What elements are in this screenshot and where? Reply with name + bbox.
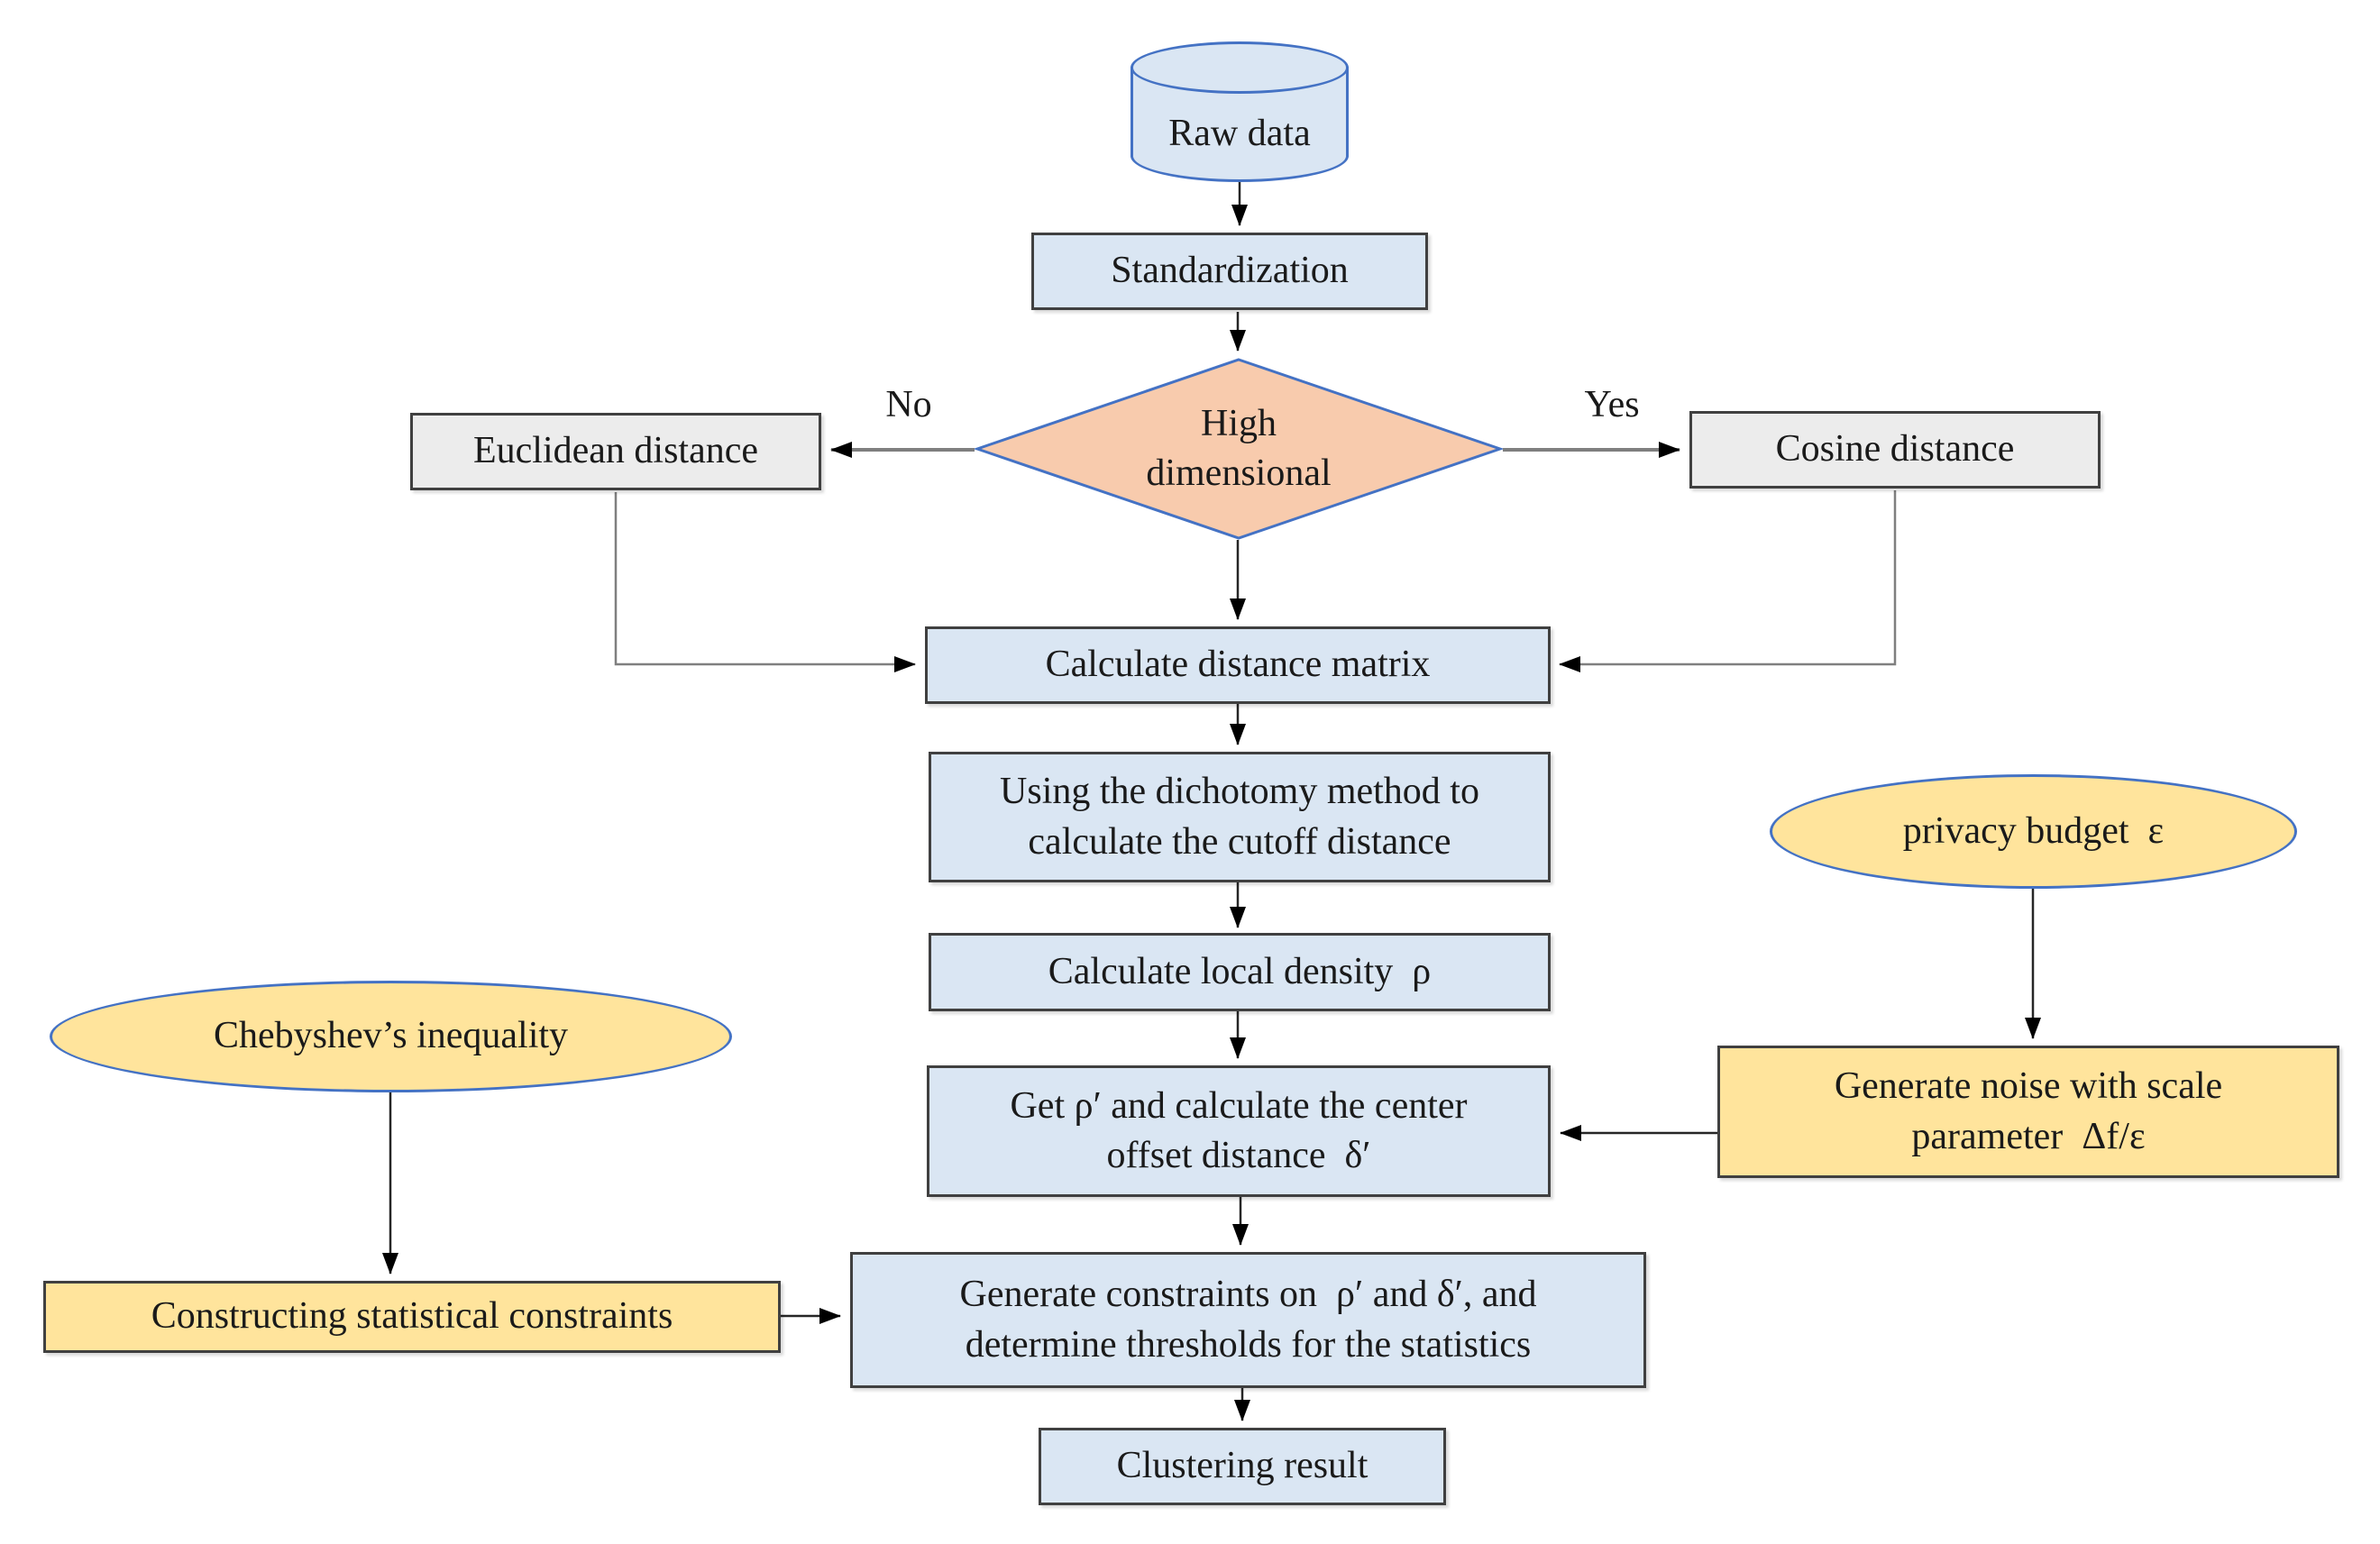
center-offset-line2: offset distance δ′ (1106, 1135, 1371, 1176)
yes-label-text: Yes (1584, 384, 1640, 425)
generate-noise-line1: Generate noise with scale (1834, 1065, 2223, 1108)
calculate-distance-matrix-box: Calculate distance matrix (925, 626, 1551, 704)
dichotomy-line2: calculate the cutoff distance (1028, 820, 1451, 863)
generate-noise-line2: parameter Δf/ε (1911, 1115, 2146, 1157)
statistical-constraints-label: Constructing statistical constraints (151, 1295, 673, 1338)
clustering-result-label: Clustering result (1116, 1445, 1368, 1487)
standardization-box: Standardization (1031, 233, 1428, 310)
local-density-box: Calculate local density ρ (929, 933, 1551, 1011)
cosine-distance-label: Cosine distance (1775, 428, 2015, 471)
chebyshev-ellipse: Chebyshev’s inequality (50, 981, 732, 1092)
center-offset-box: Get ρ′ and calculate the center offset d… (927, 1065, 1551, 1197)
decision-label: High dimensional (975, 358, 1503, 540)
decision-diamond-shape (975, 358, 1503, 540)
dichotomy-line1: Using the dichotomy method to (1000, 771, 1479, 813)
euclidean-distance-label: Euclidean distance (472, 430, 759, 472)
generate-constraints-box: Generate constraints on ρ′ and δ′, and d… (850, 1252, 1646, 1388)
euclidean-distance-box: Euclidean distance (410, 413, 821, 490)
local-density-label: Calculate local density ρ (1048, 950, 1432, 992)
dichotomy-cutoff-box: Using the dichotomy method to calculate … (929, 752, 1551, 882)
raw-data-label: Raw data (1168, 113, 1311, 154)
generate-noise-box: Generate noise with scale parameter Δf/ε (1717, 1046, 2339, 1178)
clustering-result-box: Clustering result (1039, 1428, 1446, 1505)
distance-matrix-label: Calculate distance matrix (1045, 644, 1431, 686)
no-label-text: No (885, 384, 932, 425)
generate-constraints-line1: Generate constraints on ρ′ and δ′, and (959, 1274, 1537, 1316)
cosine-distance-box: Cosine distance (1689, 411, 2101, 489)
statistical-constraints-box: Constructing statistical constraints (43, 1281, 781, 1353)
generate-constraints-line2: determine thresholds for the statistics (965, 1323, 1532, 1366)
raw-data-cylinder: Raw data (1130, 41, 1349, 182)
high-dimensional-decision: High dimensional (975, 358, 1503, 540)
branch-label-yes: Yes (1558, 379, 1666, 431)
privacy-budget-ellipse: privacy budget ε (1770, 774, 2297, 889)
standardization-label: Standardization (1111, 250, 1349, 292)
cylinder-top-shape (1130, 41, 1349, 94)
branch-label-no: No (855, 379, 963, 431)
decision-line2: dimensional (1146, 452, 1332, 494)
decision-line1: High (1201, 402, 1277, 444)
center-offset-line1: Get ρ′ and calculate the center (1010, 1084, 1468, 1127)
chebyshev-label: Chebyshev’s inequality (213, 1015, 569, 1057)
privacy-budget-label: privacy budget ε (1902, 809, 2165, 852)
